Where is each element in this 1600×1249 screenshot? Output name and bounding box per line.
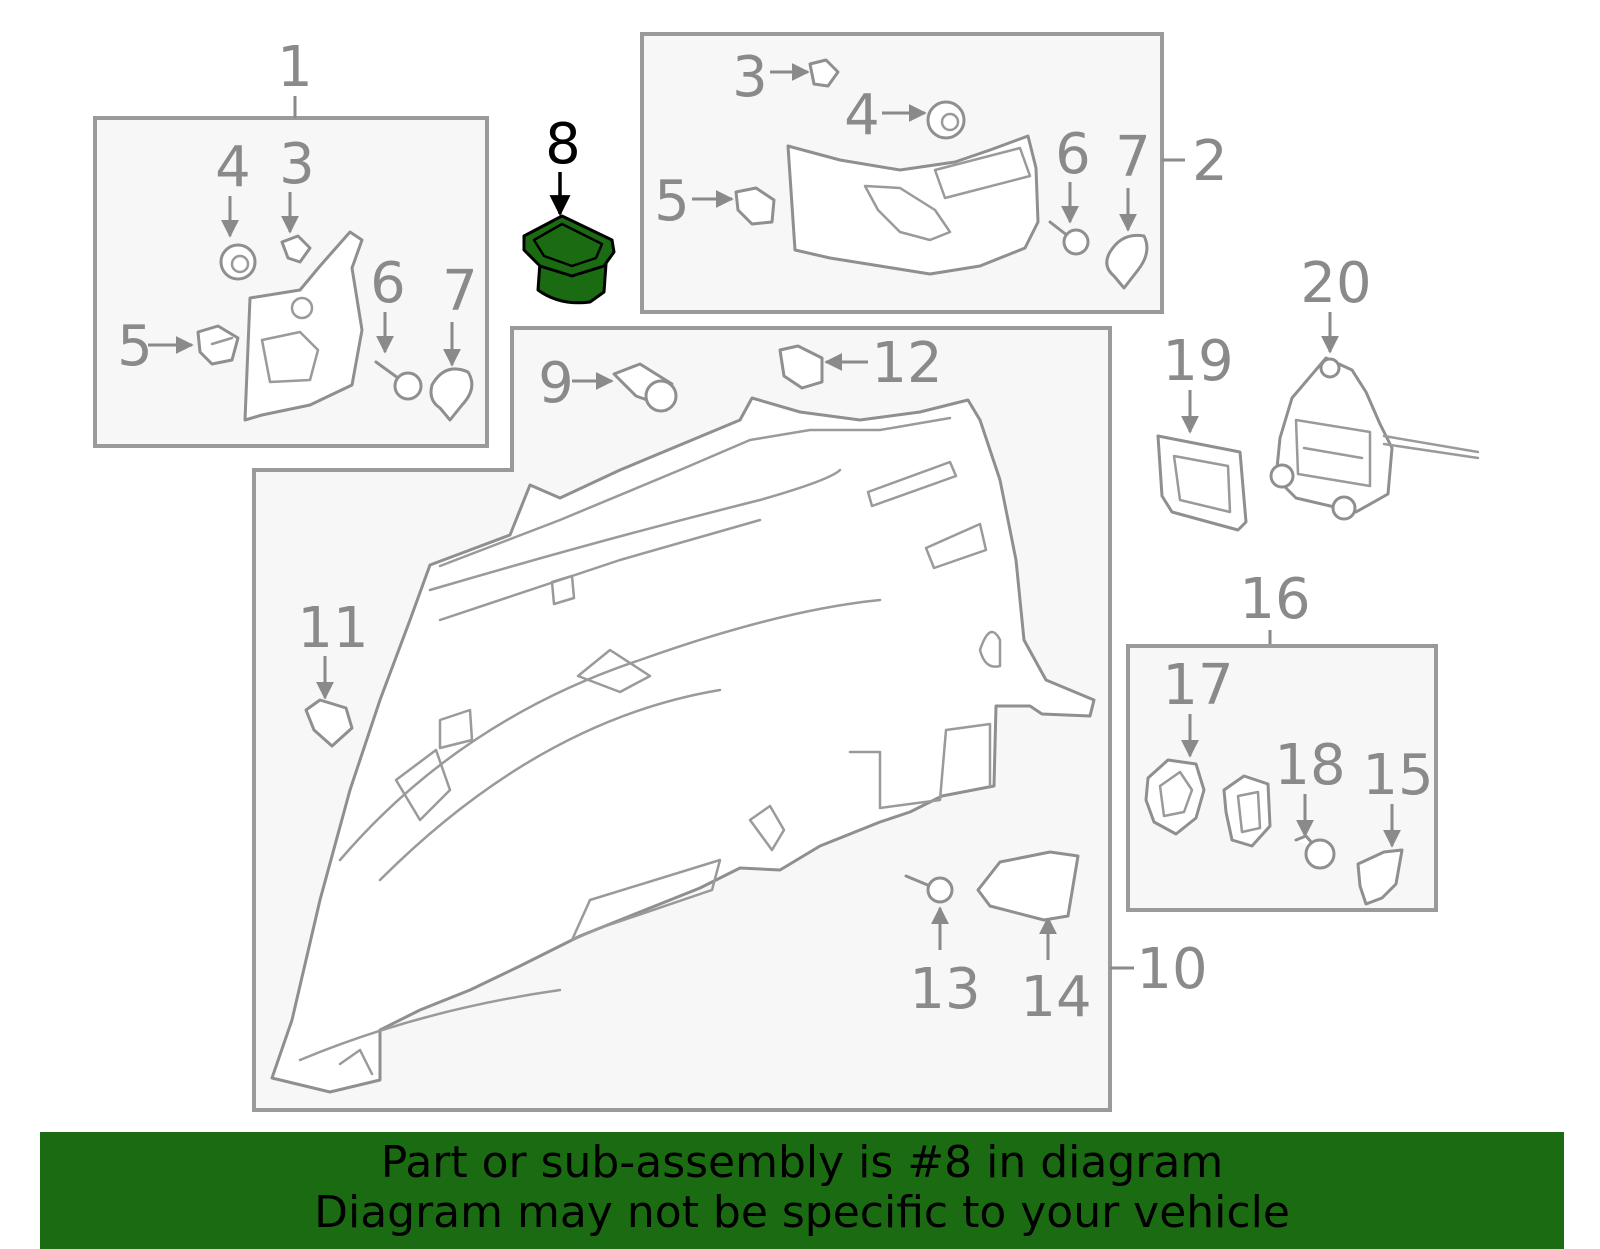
callout-12: 12	[871, 331, 942, 396]
clip-4-top	[926, 100, 966, 140]
cover-7-left	[429, 367, 474, 422]
callout-9: 9	[538, 351, 574, 416]
callout-3-top: 3	[732, 45, 768, 110]
clip-12	[778, 344, 824, 390]
callout-5-left: 5	[117, 314, 153, 379]
callout-17: 17	[1162, 653, 1233, 718]
callout-4-left: 4	[215, 135, 251, 200]
clip-3-top	[808, 58, 840, 88]
clip-18	[1294, 834, 1336, 870]
callout-7-top: 7	[1115, 125, 1151, 190]
assembly-box-10: 10 9 12 11	[252, 326, 1208, 1112]
part-8-highlighted: 8	[522, 112, 616, 305]
callout-3-left: 3	[279, 132, 315, 197]
assembly-box-16: 16 17 18 15	[1126, 567, 1438, 912]
callout-15: 15	[1362, 743, 1433, 808]
callout-5-top: 5	[654, 169, 690, 234]
pillar-trim-1	[243, 230, 364, 422]
part-20-group: 20	[1269, 251, 1480, 521]
clip-4-left	[219, 243, 257, 281]
callout-14: 14	[1020, 965, 1091, 1030]
screw-6-left	[374, 360, 423, 401]
callout-8: 8	[545, 112, 581, 177]
mechanism-20	[1269, 356, 1480, 521]
callout-1: 1	[277, 35, 313, 100]
clip-17b	[1222, 774, 1272, 848]
callout-6-left: 6	[370, 251, 406, 316]
clip-11	[304, 698, 354, 748]
clip-5-top	[734, 186, 776, 226]
clip-3-left	[280, 234, 312, 264]
callout-4-top: 4	[844, 83, 880, 148]
callout-18: 18	[1274, 733, 1345, 798]
cover-14	[976, 850, 1080, 922]
upper-trim-panel-2	[786, 134, 1040, 276]
bezel-19	[1156, 434, 1248, 532]
callout-6-top: 6	[1055, 122, 1091, 187]
banner-line-2: Diagram may not be specific to your vehi…	[314, 1187, 1290, 1238]
quarter-trim-panel-10	[270, 396, 1096, 1094]
callout-20: 20	[1300, 251, 1371, 316]
callout-7-left: 7	[442, 259, 478, 324]
callout-13: 13	[909, 957, 980, 1022]
screw-6-top	[1048, 220, 1090, 256]
callout-2: 2	[1192, 129, 1228, 194]
clip-5-left	[196, 324, 240, 366]
callout-10: 10	[1136, 937, 1207, 1002]
cap-15	[1356, 848, 1404, 906]
bracket-17	[1144, 758, 1206, 836]
callout-19: 19	[1162, 329, 1233, 394]
assembly-box-1: 1 4 3 5 6 7	[93, 35, 489, 448]
part-19-group: 19	[1156, 329, 1248, 532]
assembly-box-2: 2 3 4 5 6 7	[640, 32, 1228, 314]
cover-7-top	[1105, 233, 1149, 290]
callout-11: 11	[297, 596, 368, 661]
pin-9	[612, 362, 678, 413]
banner-line-1: Part or sub-assembly is #8 in diagram	[380, 1137, 1224, 1188]
bolt-13	[904, 874, 954, 904]
cup-holder-insert-8	[522, 214, 616, 305]
callout-16: 16	[1239, 567, 1310, 632]
info-banner: Part or sub-assembly is #8 in diagram Di…	[40, 1132, 1564, 1249]
